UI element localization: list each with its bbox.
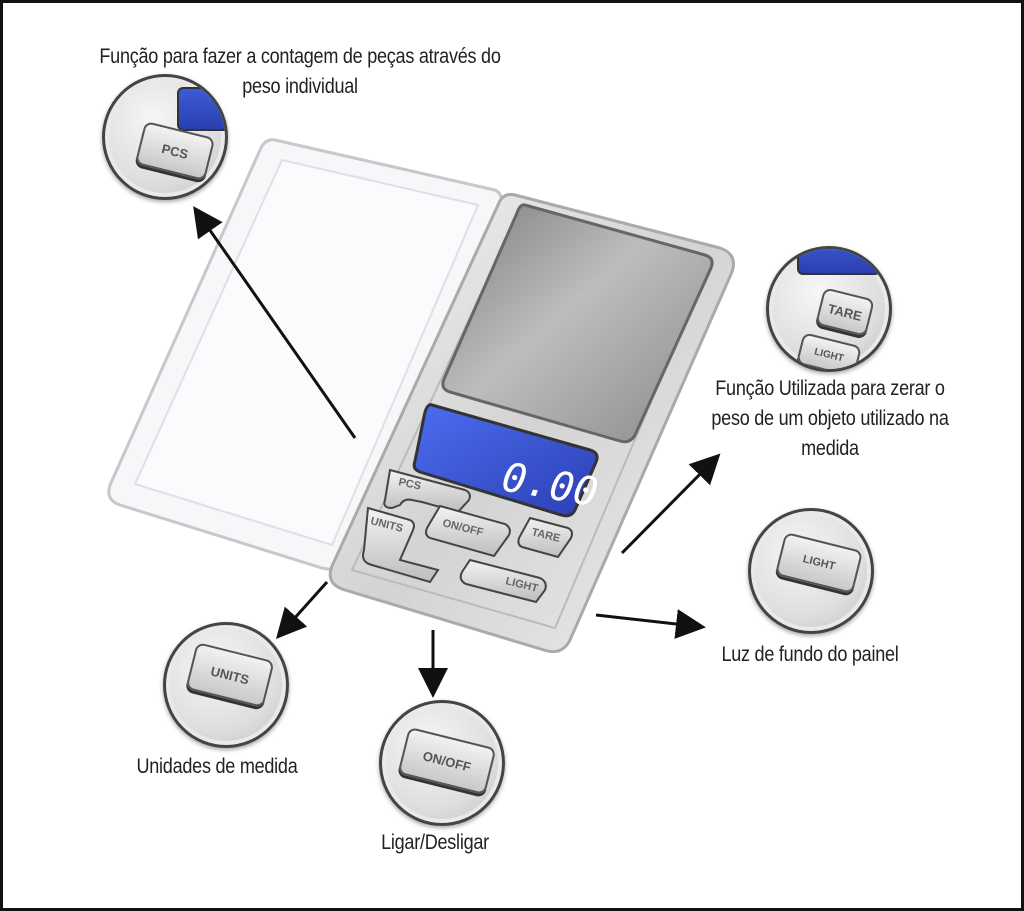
callout-onoff: ON/OFF: [379, 700, 505, 826]
arrow-units: [275, 580, 329, 639]
callout-light: LIGHT: [748, 508, 874, 634]
callout-tare-key: TARE: [815, 287, 875, 337]
button-units[interactable]: UNITS: [362, 506, 440, 584]
caption-pcs: Função para fazer a contagem de peças at…: [76, 42, 523, 102]
caption-units: Unidades de medida: [127, 752, 308, 782]
caption-light: Luz de fundo do painel: [707, 640, 913, 670]
caption-tare-line3: medida: [801, 437, 859, 460]
caption-pcs-line2: peso individual: [242, 75, 358, 98]
callout-light-key: LIGHT: [774, 531, 864, 595]
arrow-tare: [620, 453, 721, 555]
callout-tare-lcd: [797, 249, 881, 275]
caption-tare-line1: Função Utilizada para zerar o: [715, 377, 945, 400]
weighing-platform: [441, 203, 714, 444]
caption-tare-line2: peso de um objeto utilizado na: [711, 407, 949, 430]
button-pcs[interactable]: PCS: [383, 468, 471, 514]
arrow-pcs: [193, 206, 357, 439]
button-light[interactable]: LIGHT: [459, 558, 547, 604]
caption-onoff: Ligar/Desligar: [353, 828, 516, 858]
callout-units-key: UNITS: [185, 642, 275, 708]
button-pcs-label: PCS: [397, 476, 422, 492]
callout-units: UNITS: [163, 622, 289, 748]
caption-onoff-text: Ligar/Desligar: [381, 831, 489, 854]
caption-tare: Função Utilizada para zerar o peso de um…: [701, 374, 959, 464]
callout-onoff-key: ON/OFF: [397, 726, 497, 796]
button-tare[interactable]: TARE: [517, 516, 573, 559]
caption-pcs-line1: Função para fazer a contagem de peças at…: [99, 45, 501, 68]
callout-tare: TARE LIGHT: [766, 246, 892, 372]
callout-tare-light-key: LIGHT: [796, 332, 862, 369]
caption-units-text: Unidades de medida: [136, 755, 298, 778]
caption-light-text: Luz de fundo do painel: [721, 643, 899, 666]
arrow-light: [595, 609, 706, 639]
callout-pcs-lcd: [177, 87, 225, 131]
callout-pcs: PCS: [102, 74, 228, 200]
button-onoff[interactable]: ON/OFF: [425, 504, 511, 558]
